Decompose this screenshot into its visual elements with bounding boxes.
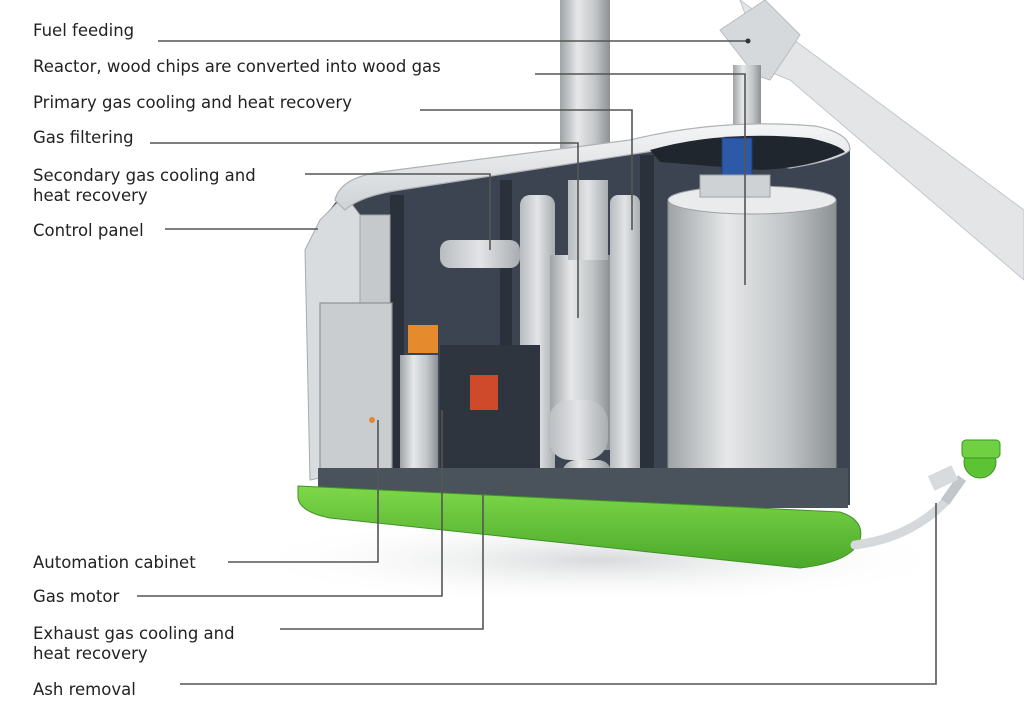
automation-cabinet-box — [319, 302, 393, 472]
label-ash-removal: Ash removal — [33, 680, 136, 699]
insulated-pipe — [400, 355, 438, 470]
cooling-column — [568, 180, 608, 260]
label-gas-motor: Gas motor — [33, 587, 120, 606]
green-base-plate — [297, 485, 862, 569]
cable-duct — [359, 214, 391, 306]
leader-ash-removal — [180, 503, 937, 685]
cabinet-indicator — [369, 417, 375, 423]
leader-automation-cabinet — [228, 420, 379, 563]
ash-removal-pipe — [940, 475, 967, 505]
leader-primary-cooling — [420, 109, 633, 230]
ash-pipe-fitting — [927, 465, 959, 491]
label-secondary-cooling: Secondary gas cooling and heat recovery — [33, 166, 256, 205]
reactor-neck — [699, 174, 771, 198]
label-exhaust-cooling: Exhaust gas cooling and heat recovery — [33, 624, 235, 663]
label-gas-filtering: Gas filtering — [33, 128, 134, 147]
leader-reactor — [535, 73, 746, 285]
gas-motor-part — [408, 325, 438, 353]
leader-gas-motor — [137, 410, 443, 597]
leader-gas-filtering — [150, 142, 579, 318]
gas-motor-part — [470, 375, 498, 410]
leader-secondary-cooling — [305, 173, 491, 250]
leader-endpoint — [745, 38, 751, 44]
reactor-vessel — [667, 199, 837, 496]
ash-removal-pipe — [850, 497, 950, 550]
label-automation-cabinet: Automation cabinet — [33, 553, 196, 572]
label-reactor: Reactor, wood chips are converted into w… — [33, 57, 441, 76]
chimney — [560, 0, 610, 150]
leader-exhaust-cooling — [280, 495, 484, 630]
insulated-pipe — [440, 240, 520, 268]
ash-screw-motor — [961, 439, 1001, 459]
exhaust-duct — [548, 400, 608, 460]
label-control-panel: Control panel — [33, 221, 144, 240]
cooling-column — [610, 195, 640, 510]
frame-post — [640, 155, 654, 515]
label-primary-cooling: Primary gas cooling and heat recovery — [33, 93, 352, 112]
leader-lines — [137, 40, 937, 685]
label-fuel-feeding: Fuel feeding — [33, 21, 135, 40]
